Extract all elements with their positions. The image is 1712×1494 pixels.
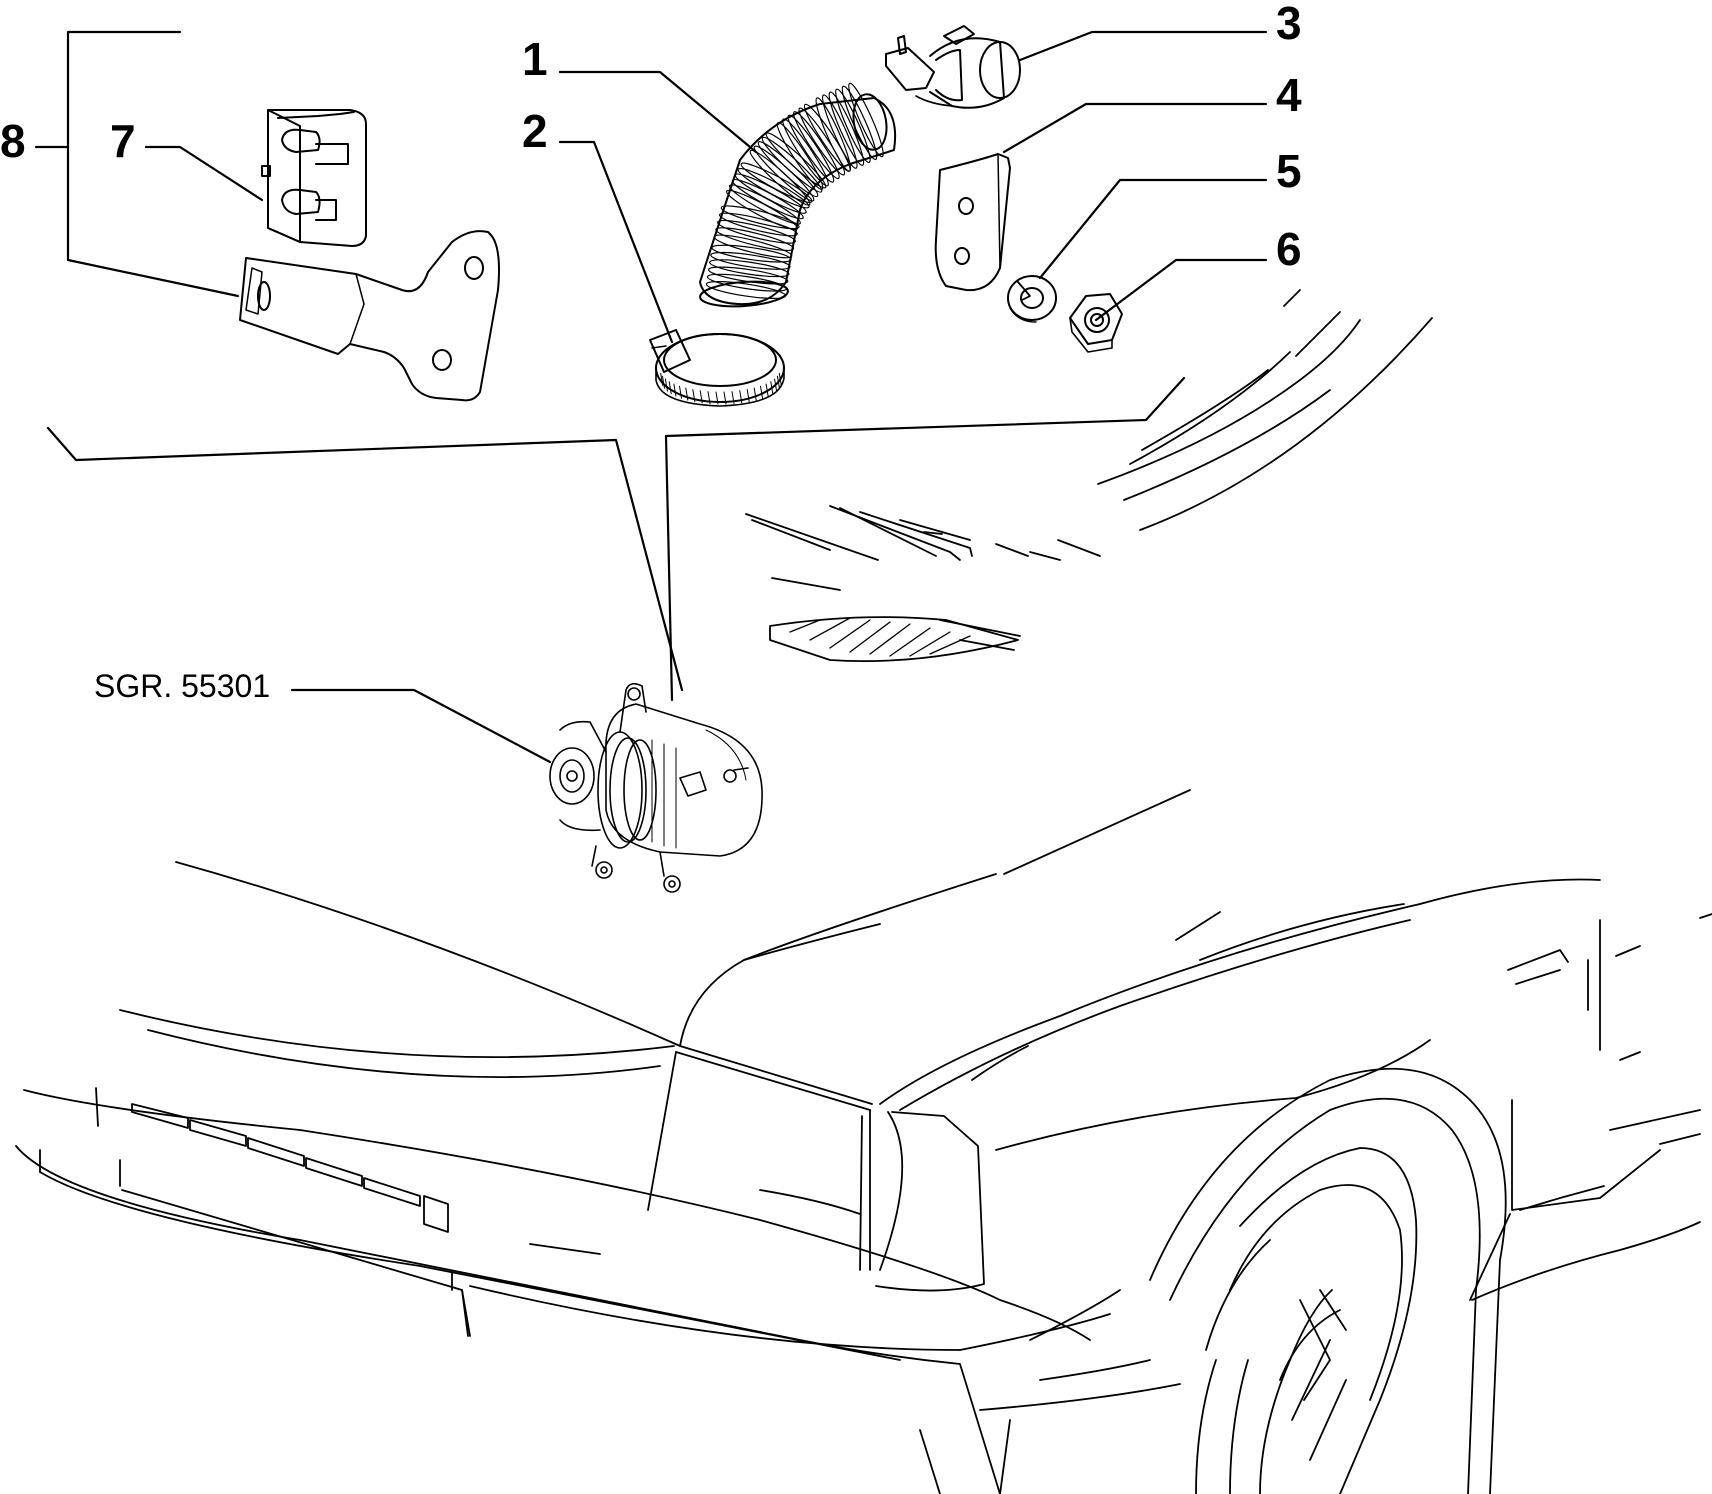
callout-6: 6 [1276, 223, 1302, 275]
callout-2: 2 [522, 105, 548, 157]
clamp-tick [716, 392, 718, 404]
part-7-block [262, 110, 366, 246]
hose-ring [818, 93, 862, 171]
hose-corrugations [706, 81, 888, 302]
clamp-tick [686, 388, 688, 400]
hose-ring [831, 87, 875, 165]
clamp-tick [700, 391, 702, 403]
hose-ring [713, 231, 794, 262]
hose-ring [706, 278, 787, 302]
callout-4: 4 [1276, 69, 1302, 121]
clamp-tick [724, 392, 726, 404]
part-5-spring-washer [1008, 276, 1056, 322]
callout-7: 7 [110, 115, 136, 167]
callout-8: 8 [0, 115, 26, 167]
hose-ring [707, 271, 788, 295]
clamp-tick [778, 376, 780, 388]
clamp-tick [663, 376, 665, 388]
hose-ring [838, 84, 882, 162]
hose-ring [718, 209, 799, 240]
leader-3 [1020, 32, 1266, 60]
clamp-tick [754, 388, 756, 400]
hose-ring [709, 256, 790, 280]
sgr-reference-label: SGR. 55301 [94, 668, 271, 704]
leader-8-bracket [68, 32, 238, 296]
clamp-tick [708, 392, 710, 404]
hose-ring [714, 224, 795, 255]
leader-5 [1040, 180, 1266, 278]
clamp-tick [740, 391, 742, 403]
leader-2 [560, 142, 672, 342]
car-body-line-art [16, 290, 1712, 1494]
clamp-tick [771, 382, 773, 394]
hose-ring [773, 119, 827, 192]
clamp-tick [661, 373, 663, 385]
hose-ring [778, 116, 832, 189]
clamp-tick [766, 384, 768, 396]
part-6-hex-nut [1070, 294, 1122, 352]
callout-3: 3 [1276, 0, 1302, 49]
clamp-band-texture [661, 373, 782, 404]
hose-ring [711, 242, 792, 266]
hose-ring [844, 81, 888, 159]
clamp-tick [779, 373, 781, 385]
leader-4 [1004, 104, 1266, 152]
clamp-tick [665, 379, 667, 391]
hose-ring [720, 202, 801, 233]
leader-6 [1096, 260, 1266, 320]
ac-compressor [550, 684, 762, 892]
hose-ring [708, 264, 789, 288]
part-3-clamp-bracket [886, 26, 1020, 108]
clamp-tick [680, 386, 682, 398]
group-line-right [666, 378, 1184, 700]
leader-sgr [292, 690, 550, 762]
part-1-corrugated-hose [699, 81, 895, 309]
clamp-tick [693, 390, 695, 402]
hose-ring [812, 96, 856, 174]
clamp-tick [775, 379, 777, 391]
group-line-left [48, 428, 682, 690]
part-8-bracket-plate [240, 231, 499, 400]
clamp-tick [747, 390, 749, 402]
leader-lines [36, 32, 1266, 762]
clamp-tick [674, 384, 676, 396]
callout-5: 5 [1276, 145, 1302, 197]
part-2-hose-clamp [650, 330, 784, 406]
clamp-tick [732, 392, 734, 404]
leader-7 [146, 147, 262, 200]
leader-1 [560, 72, 756, 152]
hose-ring [710, 249, 791, 273]
clamp-tick [669, 382, 671, 394]
callout-1: 1 [522, 33, 548, 85]
hose-ring [784, 112, 838, 185]
part-4-plate-bracket [936, 154, 1010, 290]
clamp-tick [761, 386, 763, 398]
hose-ring [789, 108, 843, 181]
hose-ring [716, 216, 797, 247]
hose-ring [825, 90, 869, 168]
hose-ring [795, 105, 849, 178]
